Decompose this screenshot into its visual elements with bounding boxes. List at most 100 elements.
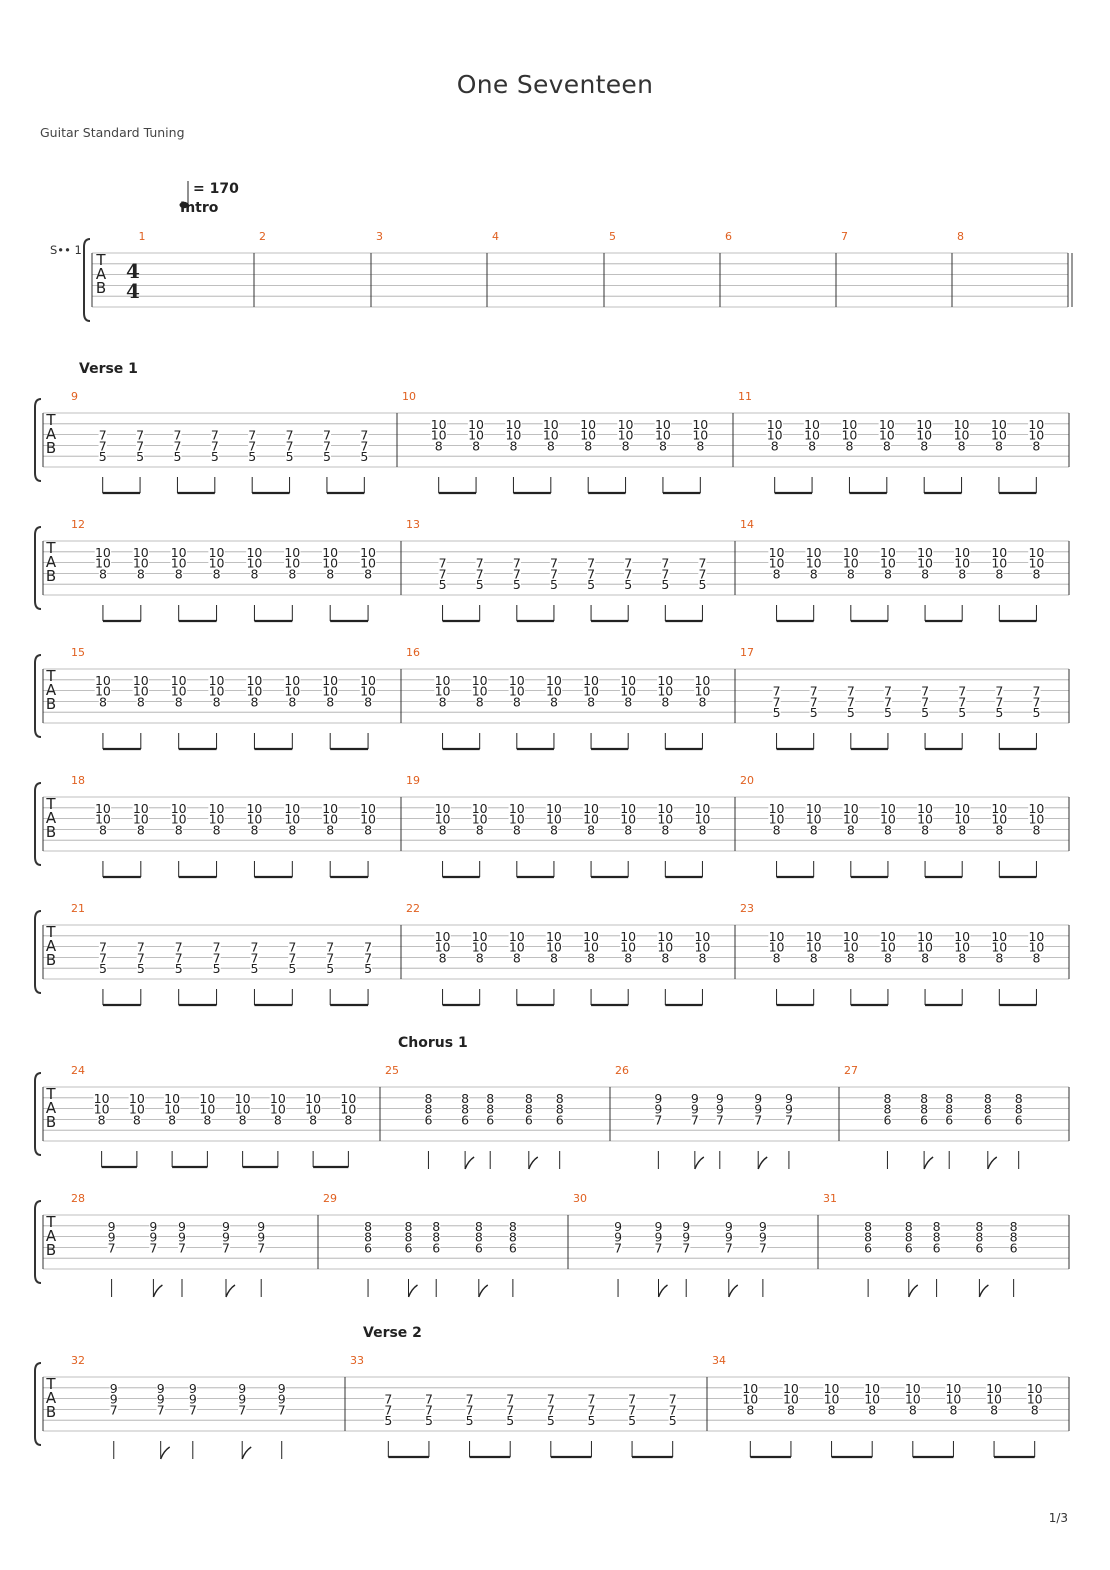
- fret-number: 8: [958, 950, 966, 965]
- fret-number: 7: [547, 1402, 555, 1417]
- fret-backing: [698, 697, 707, 708]
- fret-backing: [94, 675, 112, 687]
- fret-backing: [958, 953, 967, 964]
- measure-number: 22: [406, 902, 420, 915]
- tab-clef-letter: A: [46, 1227, 57, 1245]
- fret-number: 10: [360, 684, 376, 699]
- fret-backing: [107, 1232, 116, 1244]
- fret-backing: [475, 580, 484, 591]
- fret-backing: [132, 814, 150, 826]
- fret-backing: [269, 1093, 287, 1105]
- fret-backing: [692, 419, 709, 431]
- note-flag: [160, 1446, 171, 1460]
- fret-number: 7: [716, 1112, 724, 1127]
- fret-backing: [212, 942, 221, 954]
- fret-number: 10: [322, 545, 338, 560]
- fret-number: 9: [682, 1230, 690, 1245]
- fret-backing: [617, 419, 634, 431]
- fret-number: 10: [742, 1381, 758, 1396]
- fret-number: 10: [879, 428, 895, 443]
- fret-backing: [809, 708, 818, 719]
- fret-backing: [359, 547, 377, 559]
- fret-number: 8: [550, 822, 558, 837]
- measure-number: 26: [615, 1064, 629, 1077]
- fret-backing: [754, 1093, 763, 1105]
- fret-number: 8: [698, 950, 706, 965]
- fret-backing: [257, 1243, 266, 1254]
- fret-number: 8: [364, 1219, 372, 1234]
- fret-backing: [269, 1104, 287, 1116]
- time-signature-bottom: 4: [126, 279, 140, 303]
- fret-number: 5: [587, 577, 595, 592]
- measure-number: 30: [573, 1192, 587, 1205]
- fret-number: 7: [921, 684, 929, 699]
- fret-backing: [842, 803, 860, 815]
- fret-number: 8: [288, 566, 296, 581]
- fret-number: 8: [137, 694, 145, 709]
- fret-number: 8: [364, 1230, 372, 1245]
- fret-backing: [174, 697, 183, 708]
- fret-backing: [916, 558, 934, 570]
- fret-number: 7: [189, 1402, 197, 1417]
- fret-backing: [772, 708, 781, 719]
- fret-number: 10: [954, 545, 970, 560]
- fret-backing: [1032, 708, 1041, 719]
- fret-number: 8: [1015, 1091, 1023, 1106]
- fret-backing: [132, 1115, 141, 1126]
- fret-backing: [203, 1115, 212, 1126]
- fret-backing: [149, 1243, 158, 1254]
- fret-backing: [654, 1243, 663, 1254]
- fret-backing: [654, 1232, 663, 1244]
- fret-backing: [661, 825, 670, 836]
- fret-backing: [715, 1104, 724, 1116]
- fret-backing: [549, 697, 559, 708]
- fret-number: 7: [654, 1112, 662, 1127]
- fret-backing: [694, 803, 711, 815]
- fret-backing: [694, 675, 711, 687]
- fret-backing: [991, 931, 1008, 943]
- fret-number: 10: [945, 1381, 961, 1396]
- fret-number: 10: [435, 929, 451, 944]
- fret-backing: [879, 558, 897, 570]
- tab-clef-letter: T: [45, 1375, 56, 1393]
- fret-backing: [208, 675, 225, 687]
- fret-number: 5: [136, 449, 144, 464]
- fret-backing: [690, 1115, 699, 1126]
- fret-backing: [627, 1405, 637, 1416]
- fret-number: 10: [767, 417, 783, 432]
- fret-backing: [958, 708, 967, 719]
- fret-number: 7: [655, 1240, 663, 1255]
- fret-backing: [177, 1243, 187, 1254]
- fret-backing: [434, 814, 451, 826]
- fret-number: 10: [472, 801, 488, 816]
- measure-number: 9: [71, 390, 78, 403]
- fret-backing: [846, 686, 855, 698]
- fret-number: 7: [547, 1392, 555, 1407]
- fret-number: 10: [1028, 428, 1044, 443]
- fret-number: 8: [439, 694, 447, 709]
- fret-backing: [199, 1093, 216, 1105]
- fret-number: 8: [884, 566, 892, 581]
- fret-number: 9: [278, 1381, 286, 1396]
- fret-number: 9: [691, 1091, 699, 1106]
- fret-backing: [359, 803, 377, 815]
- fret-backing: [657, 686, 674, 698]
- fret-number: 7: [513, 556, 521, 571]
- fret-number: 7: [213, 940, 221, 955]
- fret-number: 10: [620, 940, 636, 955]
- fret-backing: [661, 697, 670, 708]
- fret-number: 10: [769, 545, 785, 560]
- fret-backing: [363, 1232, 373, 1244]
- fret-number: 10: [546, 673, 562, 688]
- fret-number: 10: [270, 1091, 286, 1106]
- fret-number: 7: [108, 1240, 116, 1255]
- fret-number: 8: [405, 1230, 413, 1245]
- fret-backing: [208, 558, 225, 570]
- fret-backing: [163, 1093, 181, 1105]
- fret-number: 8: [424, 1102, 432, 1117]
- fret-number: 10: [284, 684, 300, 699]
- fret-number: 9: [725, 1219, 733, 1234]
- note-flag: [241, 1446, 252, 1460]
- fret-number: 8: [624, 822, 632, 837]
- fret-number: 7: [136, 428, 144, 443]
